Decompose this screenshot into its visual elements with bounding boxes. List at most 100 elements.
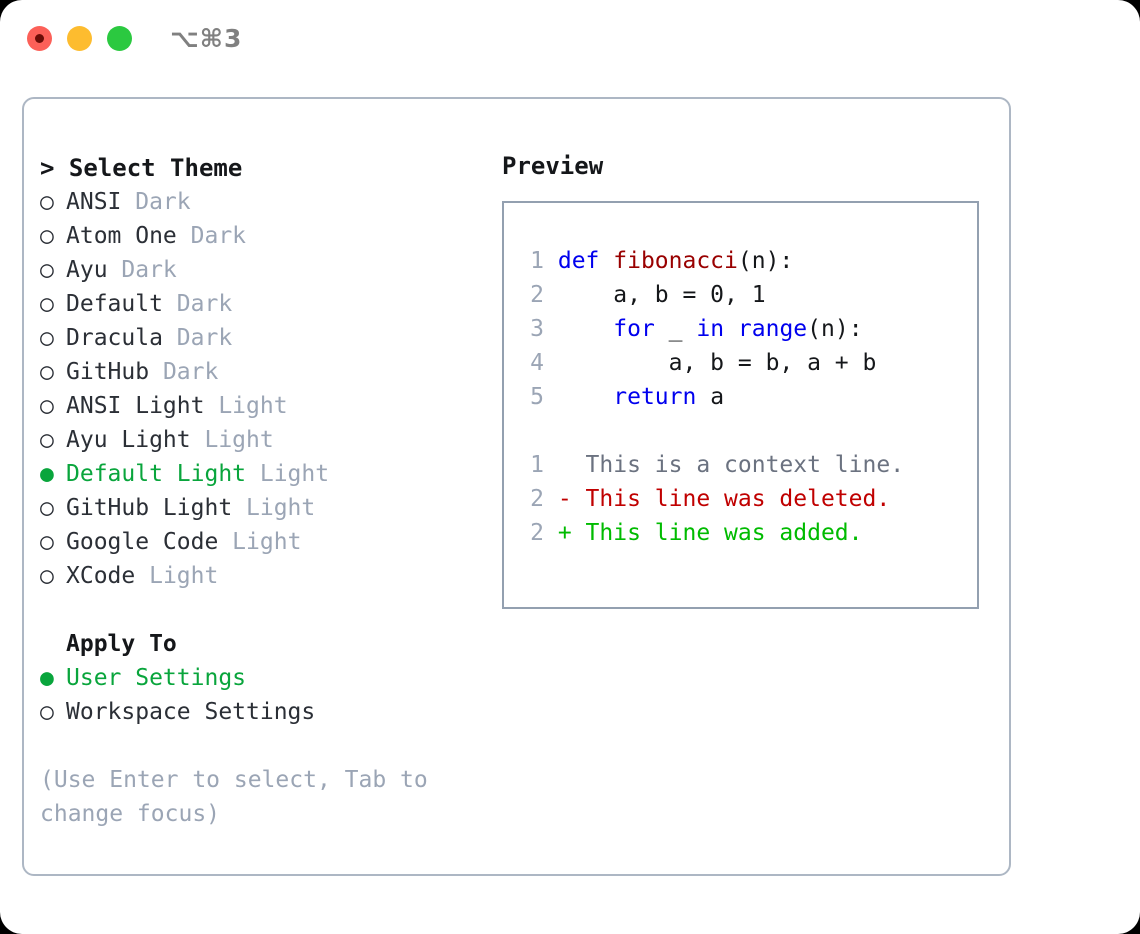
code-line: 3 for _ in range(n):	[518, 312, 904, 346]
code-token: (n):	[807, 316, 863, 342]
theme-option-label: Default Light	[66, 461, 247, 487]
theme-option-category: Dark	[121, 189, 191, 215]
code-token: _	[654, 316, 697, 342]
diff-line-text: - This line was deleted.	[557, 486, 891, 512]
diff-line-text: This is a context line.	[557, 452, 905, 478]
theme-option-category: Light	[246, 461, 330, 487]
radio-unselected-icon: ○	[40, 359, 54, 385]
theme-option-github[interactable]: ○ GitHub Dark	[40, 355, 480, 389]
radio-unselected-icon: ○	[40, 495, 54, 521]
theme-option-label: XCode	[66, 563, 136, 589]
diff-line-number: 2	[530, 520, 544, 546]
select-theme-header: > Select Theme	[40, 154, 243, 182]
code-line: 4 a, b = b, a + b	[518, 346, 904, 380]
theme-option-category: Light	[232, 495, 316, 521]
code-token	[558, 316, 613, 342]
radio-unselected-icon: ○	[40, 189, 54, 215]
theme-option-category: Light	[218, 529, 302, 555]
code-line-number: 5	[530, 384, 544, 410]
theme-option-category: Light	[135, 563, 219, 589]
code-line: 5 return a	[518, 380, 904, 414]
theme-option-ansi[interactable]: ○ ANSI Dark	[40, 185, 480, 219]
code-line-number: 1	[530, 248, 544, 274]
theme-option-label: Google Code	[66, 529, 219, 555]
apply-to-option-label: Workspace Settings	[66, 699, 316, 725]
radio-unselected-icon: ○	[40, 257, 54, 283]
recording-indicator-icon	[35, 34, 44, 43]
code-line-number: 2	[530, 282, 544, 308]
code-token: in	[696, 316, 725, 342]
code-token: a, b = 0, 1	[557, 282, 766, 308]
theme-option-google-code[interactable]: ○ Google Code Light	[40, 525, 480, 559]
code-line-number: 4	[530, 350, 544, 376]
preview-title: Preview	[502, 152, 604, 180]
theme-option-label: ANSI	[66, 189, 122, 215]
radio-unselected-icon: ○	[40, 699, 54, 725]
main-panel: > Select Theme ○ANSI Dark○Atom One Dark○…	[22, 97, 1011, 876]
code-line: 2 a, b = 0, 1	[518, 278, 904, 312]
code-token	[558, 384, 613, 410]
minimize-button[interactable]	[67, 26, 92, 51]
theme-option-ayu-light[interactable]: ○Ayu Light Light	[40, 423, 480, 457]
radio-unselected-icon: ○	[40, 223, 54, 249]
theme-option-label: Default	[66, 291, 163, 317]
title-bar: ⌥⌘3	[0, 0, 1140, 78]
theme-option-label: ANSI Light	[66, 393, 205, 419]
code-token: a	[696, 384, 725, 410]
keyboard-shortcut-label: ⌥⌘3	[170, 24, 243, 53]
code-line: 1 def fibonacci(n):	[518, 244, 904, 278]
radio-unselected-icon: ○	[40, 291, 54, 317]
diff-line: 2 - This line was deleted.	[518, 482, 904, 516]
theme-option-label: Atom One	[66, 223, 177, 249]
preview-column: Preview 1 def fibonacci(n):2 a, b = 0, 1…	[502, 151, 979, 609]
diff-line-number: 2	[530, 486, 544, 512]
radio-unselected-icon: ○	[40, 325, 54, 351]
theme-option-category: Light	[204, 393, 288, 419]
theme-option-ayu[interactable]: ○Ayu Dark	[40, 253, 480, 287]
theme-option-category: Dark	[162, 291, 233, 317]
code-token: (n):	[737, 248, 794, 274]
radio-unselected-icon: ○	[40, 427, 54, 453]
theme-option-label: GitHub	[66, 359, 150, 385]
theme-option-category: Dark	[149, 359, 219, 385]
code-token: range	[737, 316, 808, 342]
apply-to-list[interactable]: ● User Settings ○ Workspace Settings	[40, 661, 480, 729]
code-token: def	[557, 248, 614, 274]
code-line-number: 3	[530, 316, 544, 342]
zoom-button[interactable]	[107, 26, 132, 51]
theme-option-category: Dark	[162, 325, 233, 351]
theme-picker-column: > Select Theme ○ANSI Dark○Atom One Dark○…	[40, 151, 480, 831]
diff-line-number: 1	[530, 452, 544, 478]
theme-option-dracula[interactable]: ○ Dracula Dark	[40, 321, 480, 355]
theme-option-xcode[interactable]: ○ XCode Light	[40, 559, 480, 593]
diff-line: 2 + This line was added.	[518, 516, 904, 550]
apply-to-header: Apply To	[66, 631, 177, 657]
theme-option-atom-one[interactable]: ○ Atom One Dark	[40, 219, 480, 253]
code-token	[724, 316, 738, 342]
theme-option-ansi-light[interactable]: ○ANSI Light Light	[40, 389, 480, 423]
radio-selected-icon: ●	[40, 665, 54, 691]
theme-option-default[interactable]: ○ Default Dark	[40, 287, 480, 321]
code-token: fibonacci	[613, 248, 738, 274]
diff-line: 1 This is a context line.	[518, 448, 904, 482]
theme-option-label: GitHub Light	[66, 495, 233, 521]
code-diff-separator	[518, 414, 904, 448]
apply-to-option-workspace-settings[interactable]: ○ Workspace Settings	[40, 695, 480, 729]
keyboard-hint-text: (Use Enter to select, Tab to change focu…	[40, 767, 428, 827]
diff-line-text: + This line was added.	[557, 520, 863, 546]
radio-unselected-icon: ○	[40, 529, 54, 555]
apply-to-option-label: User Settings	[66, 665, 247, 691]
theme-option-category: Dark	[176, 223, 247, 249]
theme-option-github-light[interactable]: ○ GitHub Light Light	[40, 491, 480, 525]
radio-selected-icon: ●	[40, 461, 54, 487]
theme-option-label: Ayu Light	[66, 427, 191, 453]
theme-option-default-light[interactable]: ● Default Light Light	[40, 457, 480, 491]
apply-to-option-user-settings[interactable]: ● User Settings	[40, 661, 480, 695]
theme-option-label: Ayu	[66, 257, 108, 283]
theme-list[interactable]: ○ ANSI Dark ○ Atom One Dark ○ Ayu Dark ○ Defaul…	[40, 185, 480, 593]
theme-option-label: Dracula	[66, 325, 163, 351]
radio-unselected-icon: ○	[40, 563, 54, 589]
